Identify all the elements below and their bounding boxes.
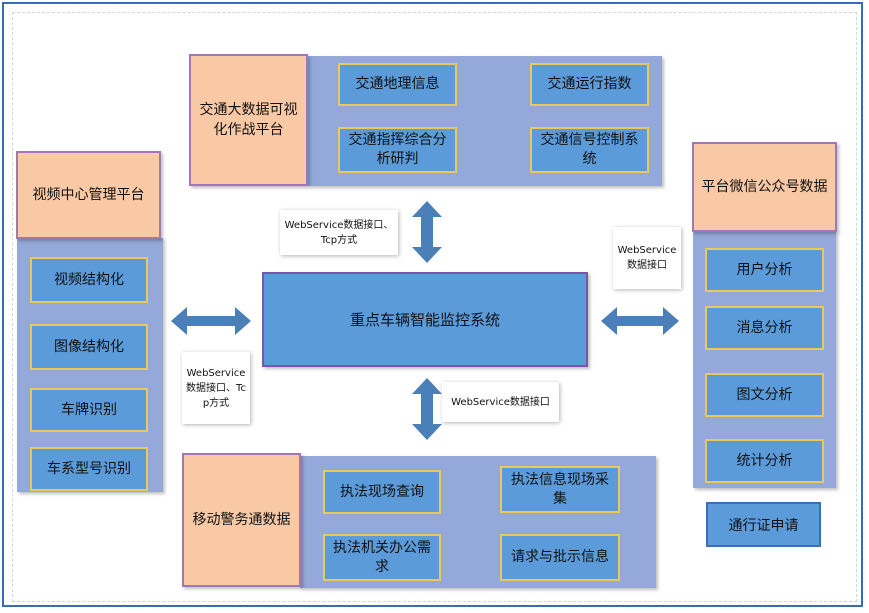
- bottom-item-request: 请求与批示信息: [500, 534, 620, 581]
- right-block-header: 平台微信公众号数据: [692, 142, 837, 232]
- top-block-header: 交通大数据可视化作战平台: [189, 54, 308, 186]
- arrow-right-icon: [601, 307, 679, 335]
- right-item-graphic: 图文分析: [705, 373, 824, 417]
- bottom-item-collect: 执法信息现场采集: [500, 466, 620, 513]
- arrow-bottom-icon: [412, 378, 442, 440]
- right-item-stats: 统计分析: [705, 439, 824, 483]
- right-item-user: 用户分析: [705, 248, 824, 292]
- top-item-geo: 交通地理信息: [338, 63, 457, 106]
- interface-note-right: WebService数据接口: [613, 227, 681, 289]
- inner-dashed-border: [12, 12, 857, 602]
- arrow-top-icon: [412, 201, 442, 263]
- interface-note-left: WebService数据接口、Tcp方式: [182, 352, 250, 424]
- arrow-left-icon: [171, 307, 251, 335]
- left-item-model: 车系型号识别: [30, 447, 148, 491]
- bottom-item-office: 执法机关办公需求: [323, 534, 441, 581]
- interface-note-bottom: WebService数据接口: [442, 382, 559, 422]
- right-item-message: 消息分析: [705, 306, 824, 350]
- top-item-signal: 交通信号控制系统: [530, 127, 649, 173]
- left-item-plate: 车牌识别: [30, 388, 148, 432]
- left-block-header: 视频中心管理平台: [16, 151, 161, 239]
- permit-application-box: 通行证申请: [706, 502, 821, 547]
- top-item-index: 交通运行指数: [530, 63, 649, 106]
- left-item-video: 视频结构化: [30, 257, 148, 303]
- bottom-item-query: 执法现场查询: [323, 470, 441, 514]
- bottom-block-header: 移动警务通数据: [182, 453, 301, 587]
- interface-note-top: WebService数据接口、Tcp方式: [280, 210, 398, 255]
- top-item-command: 交通指挥综合分析研判: [338, 127, 457, 173]
- left-item-image: 图像结构化: [30, 324, 148, 370]
- center-system-box: 重点车辆智能监控系统: [262, 272, 588, 367]
